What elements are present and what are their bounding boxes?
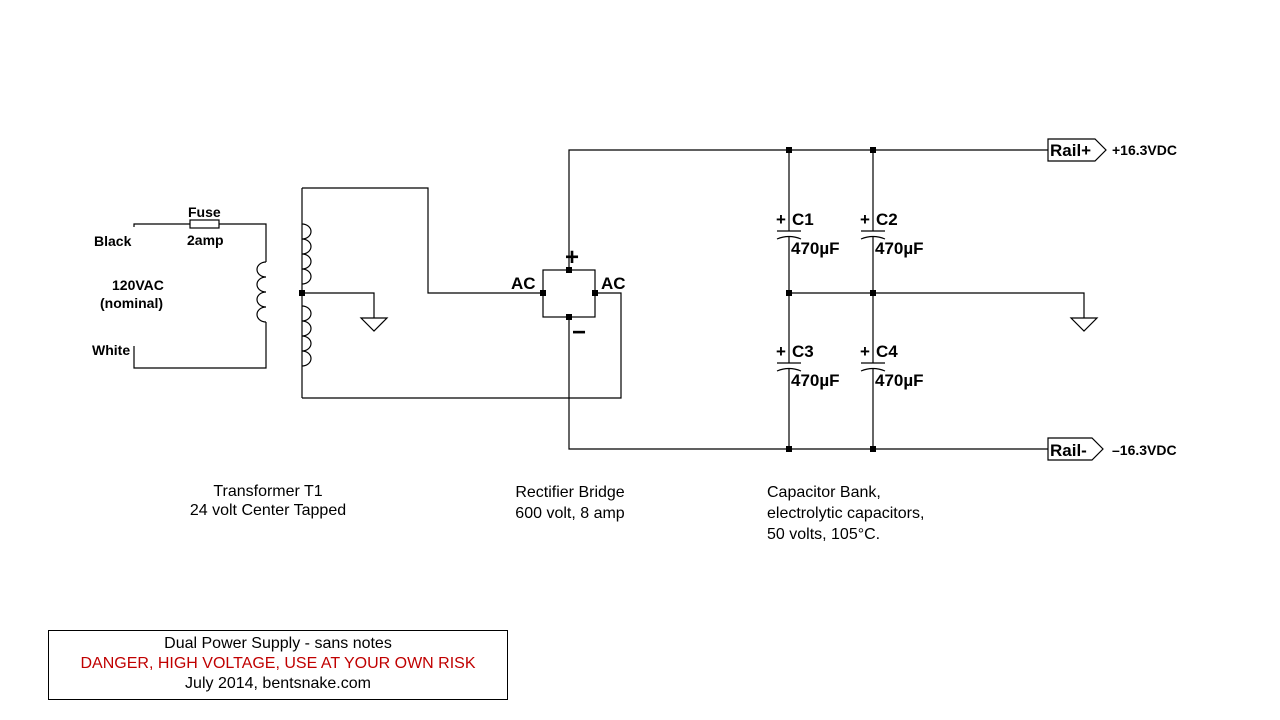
c1-plate-negative [776,235,802,240]
rail-neg-label: Rail- [1050,441,1087,460]
ground-symbol-right [1069,317,1099,332]
rail-pos-flag [1047,138,1107,162]
transformer-t1: Transformer T1 24 volt Center Tapped [190,187,622,519]
secondary-coil-lower [301,305,312,367]
cap-bank-desc-1: Capacitor Bank, [767,484,881,501]
c1-value: 470µF [791,239,840,258]
transformer-desc-1: Transformer T1 [213,483,322,500]
title-block: Dual Power Supply - sans notes DANGER, H… [48,630,508,700]
danger-warning: DANGER, HIGH VOLTAGE, USE AT YOUR OWN RI… [80,655,476,672]
title-line-3: July 2014, bentsnake.com [185,675,371,692]
bridge-minus-label: − [572,319,586,346]
fuse-symbol [189,219,220,229]
title-line-1: Dual Power Supply - sans notes [164,635,392,652]
rail-neg-flag [1047,437,1104,461]
c3-value: 470µF [791,371,840,390]
fuse-rating: 2amp [187,232,224,248]
c1-ref: C1 [792,210,814,229]
rail-pos-label: Rail+ [1050,141,1091,160]
fuse-label: Fuse [188,204,221,220]
input-voltage-note: (nominal) [100,295,163,311]
white-wire-label: White [92,342,130,358]
transformer-desc-2: 24 volt Center Tapped [190,502,346,519]
node-c4-bottom [870,446,876,452]
primary-wire-top [133,223,190,227]
bridge-ac-left-label: AC [511,274,536,293]
capacitor-bank: + C1 470µF + C2 470µF + C3 470µF + C4 47… [767,147,1099,543]
black-wire-label: Black [94,233,132,249]
bridge-desc-2: 600 volt, 8 amp [515,505,625,522]
secondary-top-wire [302,187,543,294]
input-voltage-label: 120VAC [112,277,164,293]
bridge-ac-right-label: AC [601,274,626,293]
cap-midpoint-ground-wire [789,292,1085,318]
rail-pos-voltage: +16.3VDC [1112,142,1177,158]
primary-wire-bottom [133,322,267,369]
node-c3-bottom [786,446,792,452]
center-tap-ground-wire [302,292,375,318]
c2-plate-negative [860,235,886,240]
node-c2-mid [870,290,876,296]
node-c1-mid [786,290,792,296]
c2-value: 470µF [875,239,924,258]
bridge-minus-wire [568,317,1048,450]
c1-polarity: + [776,210,786,229]
c2-ref: C2 [876,210,898,229]
c3-polarity: + [776,342,786,361]
cap-bank-desc-3: 50 volts, 105°C. [767,526,880,543]
c2-polarity: + [860,210,870,229]
secondary-bottom-wire [302,292,622,399]
bridge-body [542,269,596,318]
c4-polarity: + [860,342,870,361]
bridge-plus-wire [568,149,1048,270]
cap-bank-desc-2: electrolytic capacitors, [767,505,924,522]
c4-plate-negative [860,367,886,372]
bridge-ac-left-node [540,290,546,296]
rail-outputs: Rail+ +16.3VDC Rail- –16.3VDC [1047,138,1177,461]
bridge-plus-label: + [565,244,579,271]
primary-circuit: Fuse 2amp Black 120VAC (nominal) White [92,204,267,369]
bridge-ac-right-node [592,290,598,296]
rectifier-bridge: AC AC + − Rectifier Bridge 600 volt, 8 a… [511,149,1048,522]
secondary-coil-upper [301,223,312,285]
ground-symbol-left [359,317,389,332]
node-c2-top [870,147,876,153]
c3-plate-negative [776,367,802,372]
c4-value: 470µF [875,371,924,390]
rail-neg-voltage: –16.3VDC [1112,442,1177,458]
primary-coil [256,261,267,323]
bridge-desc-1: Rectifier Bridge [515,484,624,501]
primary-wire-fuse-right [219,223,267,262]
c3-ref: C3 [792,342,814,361]
node-c1-top [786,147,792,153]
c4-ref: C4 [876,342,898,361]
